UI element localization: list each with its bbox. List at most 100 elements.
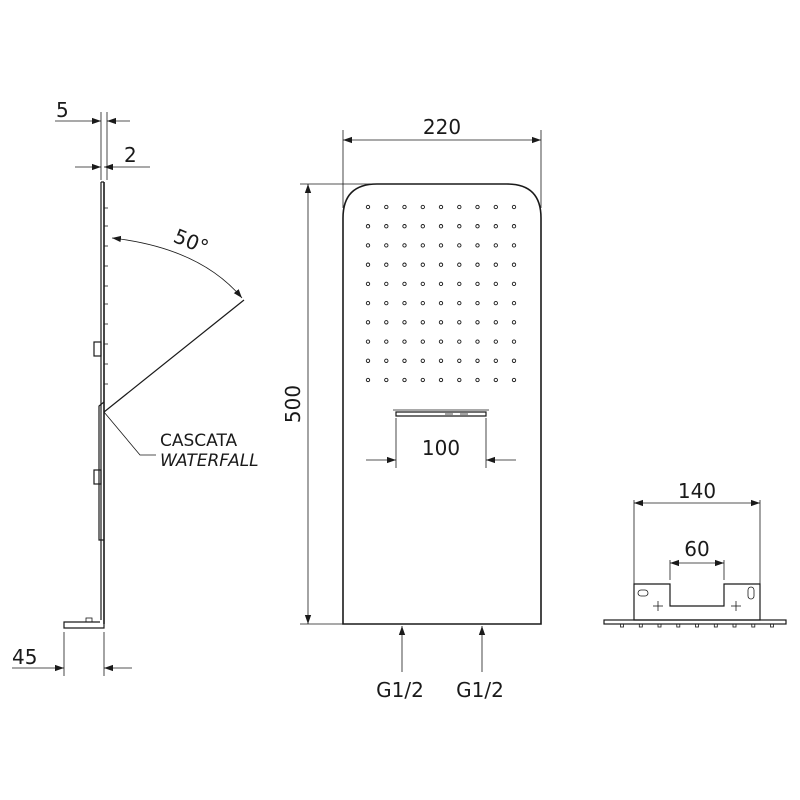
edge-nozzle-row <box>620 623 774 628</box>
nozzle <box>402 358 407 363</box>
nozzle <box>402 262 407 267</box>
nozzle <box>457 243 462 248</box>
nozzle <box>402 224 407 229</box>
front-view: 220 500 100 G1/2 G1/2 <box>281 115 542 702</box>
nozzle <box>457 358 462 363</box>
nozzle <box>511 262 517 267</box>
dimension-side-top: 5 <box>56 98 69 122</box>
nozzle <box>384 281 389 287</box>
waterfall-slot <box>393 409 489 417</box>
panel-edge <box>603 619 787 625</box>
nozzle <box>475 204 480 210</box>
nozzle <box>493 358 498 363</box>
nozzle <box>457 320 462 325</box>
nozzle <box>365 243 371 248</box>
nozzle <box>420 320 425 325</box>
waterfall-spout <box>98 401 105 541</box>
bracket-view: 140 60 <box>603 479 787 628</box>
edge-nozzle <box>620 623 624 628</box>
nozzle <box>511 320 517 325</box>
dimension-front-width: 220 <box>423 115 461 139</box>
nozzle <box>457 281 462 287</box>
bracket-outline <box>633 583 761 621</box>
nozzle <box>493 262 498 267</box>
dimension-side-second: 2 <box>124 143 137 167</box>
leader-line <box>103 411 156 456</box>
nozzle <box>402 204 407 210</box>
nozzle <box>457 204 462 210</box>
nozzle <box>402 339 407 344</box>
nozzle <box>365 358 371 363</box>
label-waterfall: WATERFALL <box>160 451 259 471</box>
nozzle <box>457 339 462 344</box>
nozzle <box>420 377 425 383</box>
nozzle <box>457 300 462 306</box>
nozzle <box>384 339 389 344</box>
nozzle <box>493 224 498 229</box>
edge-nozzle <box>732 623 737 628</box>
nozzle <box>493 377 498 383</box>
nozzle <box>420 262 425 267</box>
dimension-bracket-inner: 60 <box>684 537 709 561</box>
nozzle <box>420 339 425 344</box>
nozzle <box>384 243 389 248</box>
nozzle <box>438 358 444 363</box>
nozzle <box>365 224 371 229</box>
nozzle <box>457 262 462 267</box>
crosshair-left <box>653 601 663 611</box>
nozzle <box>493 339 498 344</box>
nozzle <box>438 320 444 325</box>
crosshair-right <box>731 601 741 611</box>
nozzle <box>420 224 425 229</box>
nozzle <box>475 224 480 229</box>
edge-nozzle <box>751 623 756 628</box>
front-panel-outline <box>342 183 542 625</box>
dimension-front-height: 500 <box>281 385 305 423</box>
nozzle <box>384 224 389 229</box>
side-view: 5 2 <box>12 98 259 676</box>
base-foot <box>63 621 105 629</box>
nozzle <box>365 204 371 210</box>
nozzle <box>438 377 444 383</box>
nozzle <box>475 243 480 248</box>
nozzle <box>438 339 444 344</box>
nozzle <box>365 262 371 267</box>
dimension-angle: 50° <box>170 224 212 260</box>
edge-nozzle <box>657 623 662 628</box>
side-nozzle-ticks <box>104 207 108 385</box>
label-inlet-left: G1/2 <box>376 678 424 702</box>
nozzle <box>438 204 444 210</box>
nozzle <box>493 243 498 248</box>
nozzle <box>402 300 407 306</box>
nozzle <box>475 281 480 287</box>
dimension-side-bottom: 45 <box>12 645 37 669</box>
nozzle <box>475 262 480 267</box>
nozzle <box>402 281 407 287</box>
bracket-slot-left <box>637 589 649 597</box>
nozzle <box>511 243 517 248</box>
nozzle <box>475 358 480 363</box>
nozzle <box>384 204 389 210</box>
nozzle <box>438 224 444 229</box>
angle-arc <box>111 235 243 299</box>
nozzle <box>511 281 517 287</box>
edge-nozzle <box>695 623 699 628</box>
nozzle <box>511 204 517 210</box>
label-cascata: CASCATA <box>160 431 238 451</box>
nozzle <box>402 320 407 325</box>
nozzle <box>384 262 389 267</box>
nozzle <box>511 377 517 383</box>
nozzle <box>420 243 425 248</box>
nozzle <box>457 224 462 229</box>
nozzle <box>402 243 407 248</box>
nozzle-grid <box>365 204 517 383</box>
mounting-tab <box>93 341 102 357</box>
edge-nozzle <box>713 623 718 628</box>
nozzle <box>438 262 444 267</box>
nozzle <box>420 281 425 287</box>
nozzle <box>475 377 480 383</box>
edge-nozzle <box>770 623 774 628</box>
nozzle <box>365 281 371 287</box>
nozzle <box>475 320 480 325</box>
nozzle <box>420 204 425 210</box>
